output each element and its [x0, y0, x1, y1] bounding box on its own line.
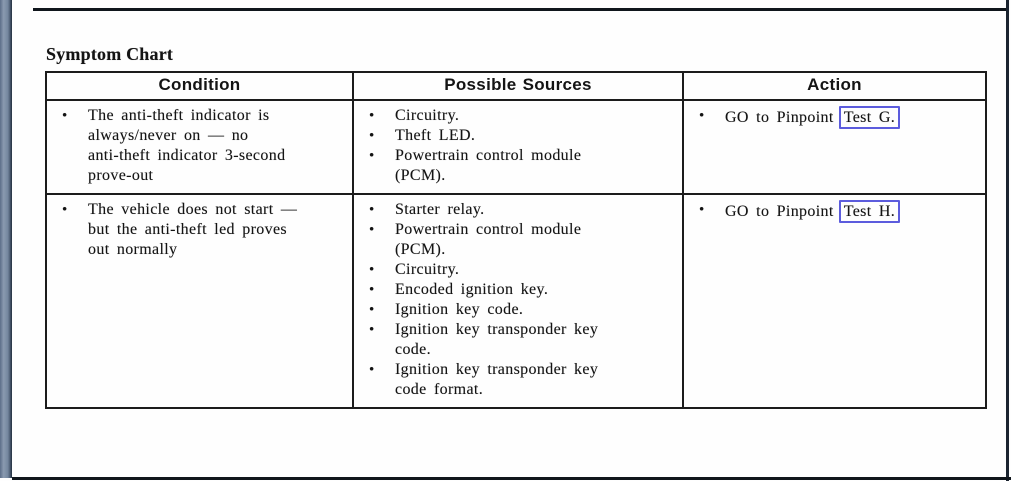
bullet-icon: • [699, 202, 705, 218]
list-item: • Circuitry. [369, 261, 460, 278]
list-item: • Theft LED. [369, 127, 476, 144]
bullet-icon: • [369, 302, 375, 318]
condition-text: The vehicle does not start — but the ant… [88, 201, 298, 258]
list-item: • Starter relay. [369, 201, 485, 218]
bullet-icon: • [369, 222, 375, 238]
list-item: • Encoded ignition key. [369, 281, 549, 298]
right-page-rule [1006, 0, 1009, 481]
bullet-icon: • [369, 362, 375, 378]
list-item: • Ignition key code. [369, 301, 524, 318]
possible-sources-cell: • Circuitry. • Theft LED. • Powertrain c… [352, 99, 684, 195]
bullet-icon: • [369, 148, 375, 164]
action-text: GO to Pinpoint [725, 109, 834, 126]
table-row: • The anti-theft indicator is always/nev… [45, 99, 987, 195]
bullet-icon: • [369, 128, 375, 144]
page-title: Symptom Chart [46, 44, 174, 64]
bullet-icon: • [62, 202, 68, 218]
bullet-icon: • [369, 108, 375, 124]
symptom-chart-table: Condition Possible Sources Action • The … [45, 71, 987, 409]
bullet-icon: • [369, 202, 375, 218]
condition-text: The anti-theft indicator is always/never… [88, 107, 286, 184]
possible-sources-cell: • Starter relay. • Powertrain control mo… [352, 193, 684, 409]
list-item: • Powertrain control module (PCM). [369, 147, 582, 184]
condition-cell: • The anti-theft indicator is always/nev… [45, 99, 354, 195]
list-item: • Circuitry. [369, 107, 460, 124]
pinpoint-test-h-link[interactable]: Test H. [838, 200, 901, 223]
column-header-possible-sources: Possible Sources [352, 71, 684, 101]
table-row: • The vehicle does not start — but the a… [45, 193, 987, 409]
list-item: • Powertrain control module (PCM). [369, 221, 582, 258]
pinpoint-test-g-link[interactable]: Test G. [838, 106, 901, 129]
binder-edge-bar [0, 0, 12, 478]
bullet-icon: • [369, 282, 375, 298]
bottom-page-rule [12, 477, 1011, 480]
header-row: Condition Possible Sources Action [45, 71, 987, 101]
bullet-icon: • [699, 108, 705, 124]
column-header-action: Action [682, 71, 987, 101]
list-item: • Ignition key transponder key code. [369, 321, 599, 358]
column-header-condition: Condition [45, 71, 354, 101]
condition-cell: • The vehicle does not start — but the a… [45, 193, 354, 409]
bullet-icon: • [62, 108, 68, 124]
bullet-icon: • [369, 322, 375, 338]
action-text: GO to Pinpoint [725, 203, 834, 220]
list-item: • Ignition key transponder key code form… [369, 361, 599, 398]
top-page-rule [33, 8, 1007, 11]
bullet-icon: • [369, 262, 375, 278]
